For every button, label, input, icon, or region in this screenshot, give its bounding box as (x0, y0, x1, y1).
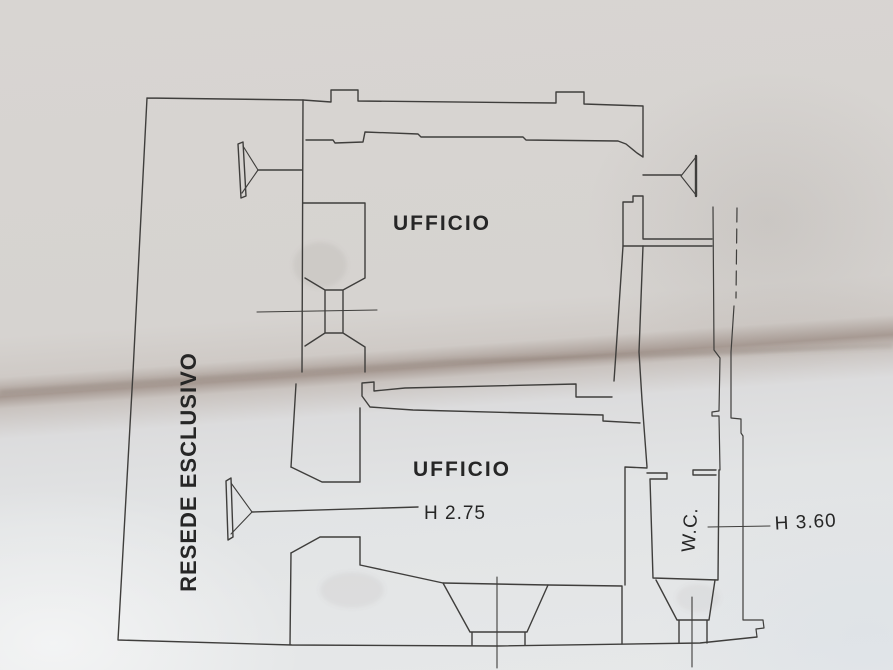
wall-lines (117, 89, 771, 669)
east-corridor-right-wall-dashed (735, 207, 738, 299)
window-icon (442, 576, 549, 669)
lower-office-walls (359, 245, 648, 645)
yard-outline (117, 97, 758, 647)
window-icon (225, 477, 419, 541)
window-icon (237, 141, 303, 199)
paper-stains (293, 242, 720, 612)
lower-office-label: UFFICIO (413, 458, 511, 481)
wc-label: W.C. (678, 506, 702, 553)
fold-crease-line (0, 344, 893, 394)
upper-office-label: UFFICIO (393, 212, 491, 235)
east-corridor-left-wall (711, 206, 721, 471)
lower-office-height-label: H 2.75 (424, 503, 486, 524)
wc-height-label: H 3.60 (774, 510, 837, 534)
window-icon (642, 154, 698, 198)
center-passage-walls (302, 202, 366, 373)
upper-right-nook-walls (622, 195, 713, 247)
wc-dimension-line (707, 525, 771, 528)
lower-office-doorway (290, 466, 361, 554)
window-icon (655, 579, 716, 668)
wc-walls (646, 469, 720, 581)
passage-dimension-line (256, 309, 378, 313)
yard-label: RESEDE ESCLUSIVO (176, 352, 201, 592)
east-outer-wall (730, 305, 765, 638)
upper-office-top-wall (302, 89, 644, 158)
